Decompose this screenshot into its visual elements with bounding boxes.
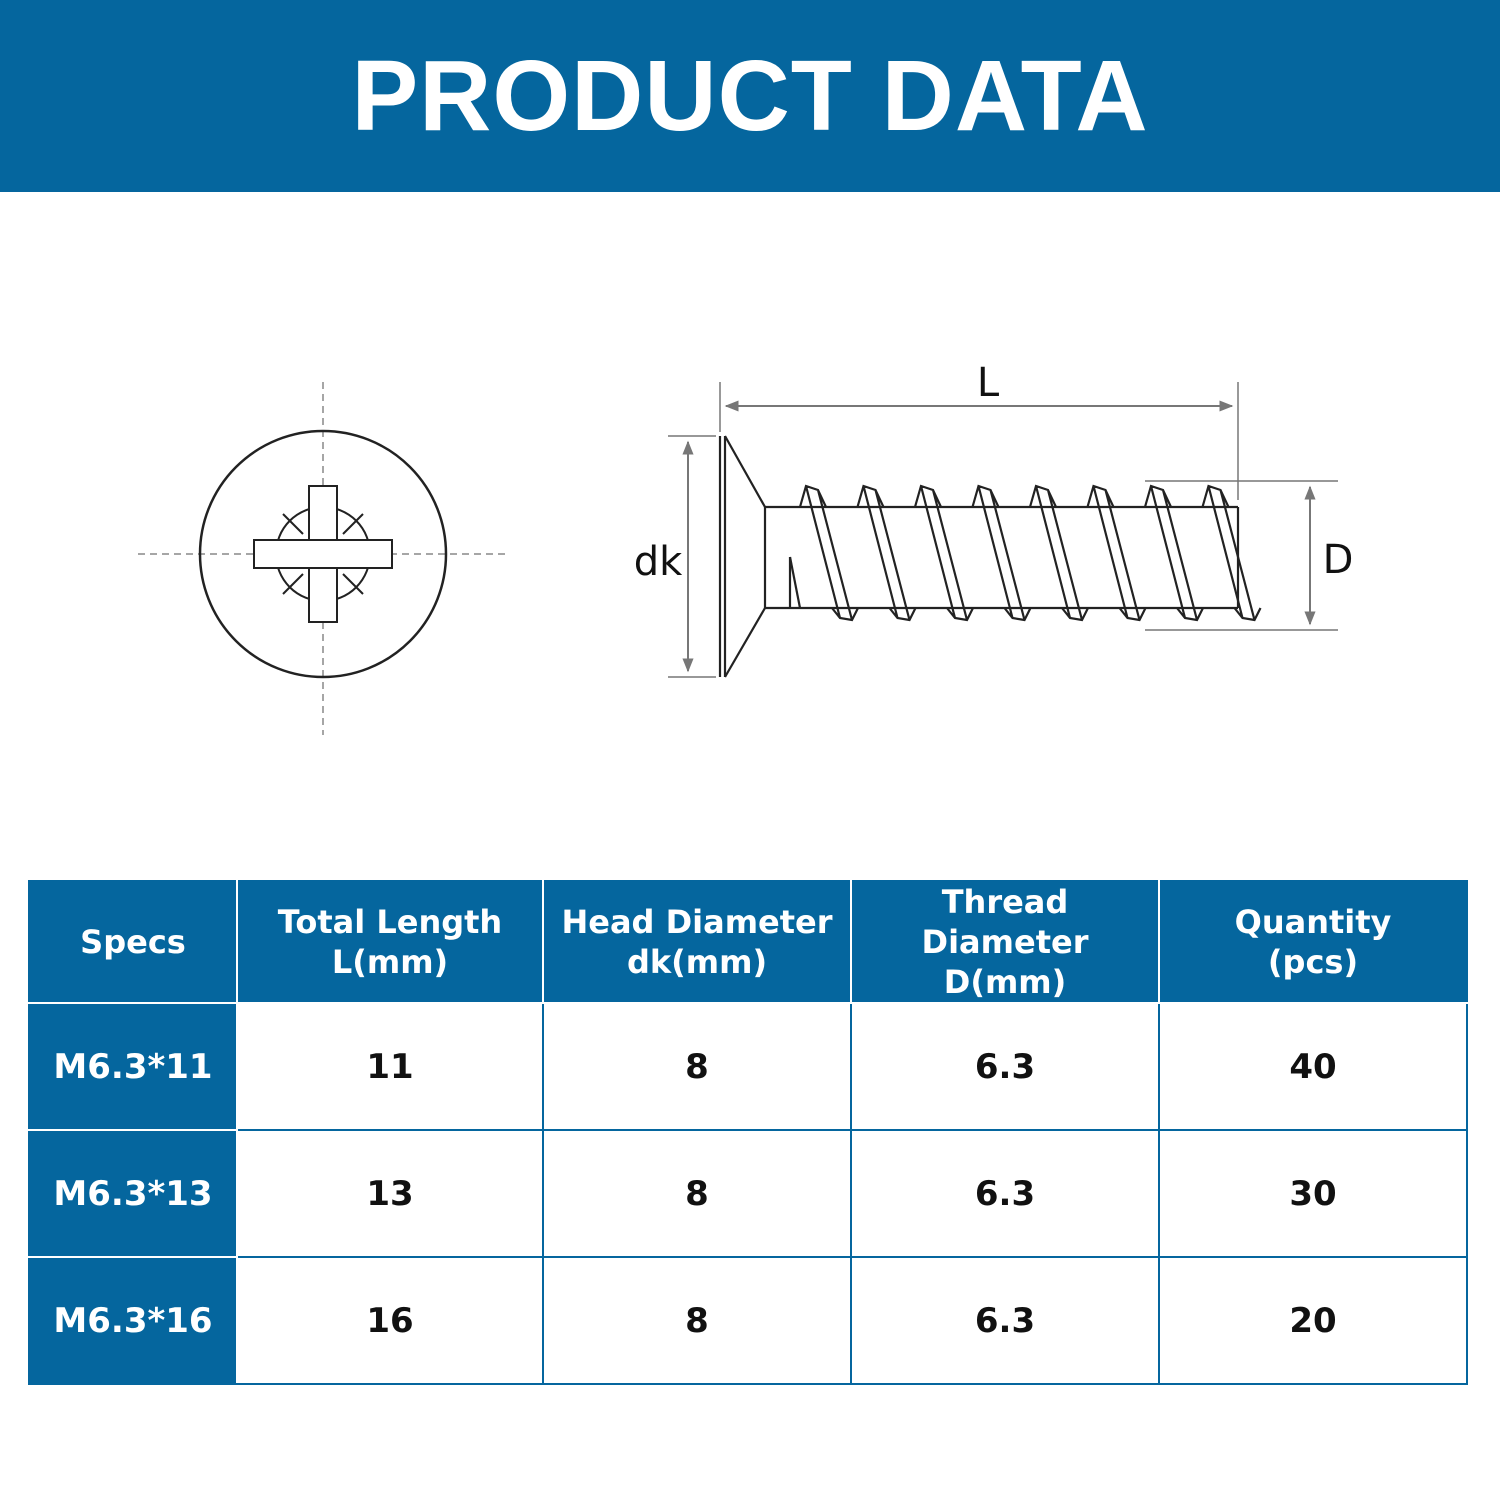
table-header-row: Specs Total Length L(mm) Head Diameter d… [28, 880, 1468, 1004]
table-row: M6.3*16 16 8 6.3 20 [28, 1256, 1468, 1385]
row-head-diameter: 8 [542, 1129, 852, 1258]
row-quantity: 20 [1158, 1256, 1468, 1385]
length-dimension: L [719, 360, 1239, 500]
header-quantity: Quantity (pcs) [1158, 880, 1468, 1004]
header-banner: PRODUCT DATA [0, 0, 1500, 192]
phillips-pozi-head-icon [138, 382, 508, 735]
head-diameter-label: dk [634, 539, 683, 585]
row-length: 16 [236, 1256, 544, 1385]
header-thread-diameter: Thread Diameter D(mm) [850, 880, 1160, 1004]
header-specs: Specs [28, 880, 238, 1004]
row-head-diameter: 8 [542, 1002, 852, 1131]
row-spec: M6.3*11 [28, 1002, 238, 1131]
header-head-diameter: Head Diameter dk(mm) [542, 880, 852, 1004]
table-row: M6.3*11 11 8 6.3 40 [28, 1002, 1468, 1131]
row-spec: M6.3*16 [28, 1256, 238, 1385]
row-length: 11 [236, 1002, 544, 1131]
specs-table: Specs Total Length L(mm) Head Diameter d… [28, 880, 1468, 1385]
row-thread-diameter: 6.3 [850, 1129, 1160, 1258]
thread-diameter-dimension: D [1145, 480, 1354, 631]
head-diameter-dimension: dk [634, 435, 716, 678]
screw-drawing: L dk D [0, 192, 1500, 882]
row-quantity: 30 [1158, 1129, 1468, 1258]
row-length: 13 [236, 1129, 544, 1258]
row-spec: M6.3*13 [28, 1129, 238, 1258]
table-row: M6.3*13 13 8 6.3 30 [28, 1129, 1468, 1258]
screw-side-view [718, 435, 1262, 678]
row-thread-diameter: 6.3 [850, 1002, 1160, 1131]
row-quantity: 40 [1158, 1002, 1468, 1131]
row-thread-diameter: 6.3 [850, 1256, 1160, 1385]
header-total-length: Total Length L(mm) [236, 880, 544, 1004]
thread-diameter-label: D [1323, 537, 1354, 583]
screw-drawing-svg: L dk D [138, 360, 1354, 735]
page-title: PRODUCT DATA [351, 40, 1149, 152]
row-head-diameter: 8 [542, 1256, 852, 1385]
length-label: L [977, 360, 1000, 406]
